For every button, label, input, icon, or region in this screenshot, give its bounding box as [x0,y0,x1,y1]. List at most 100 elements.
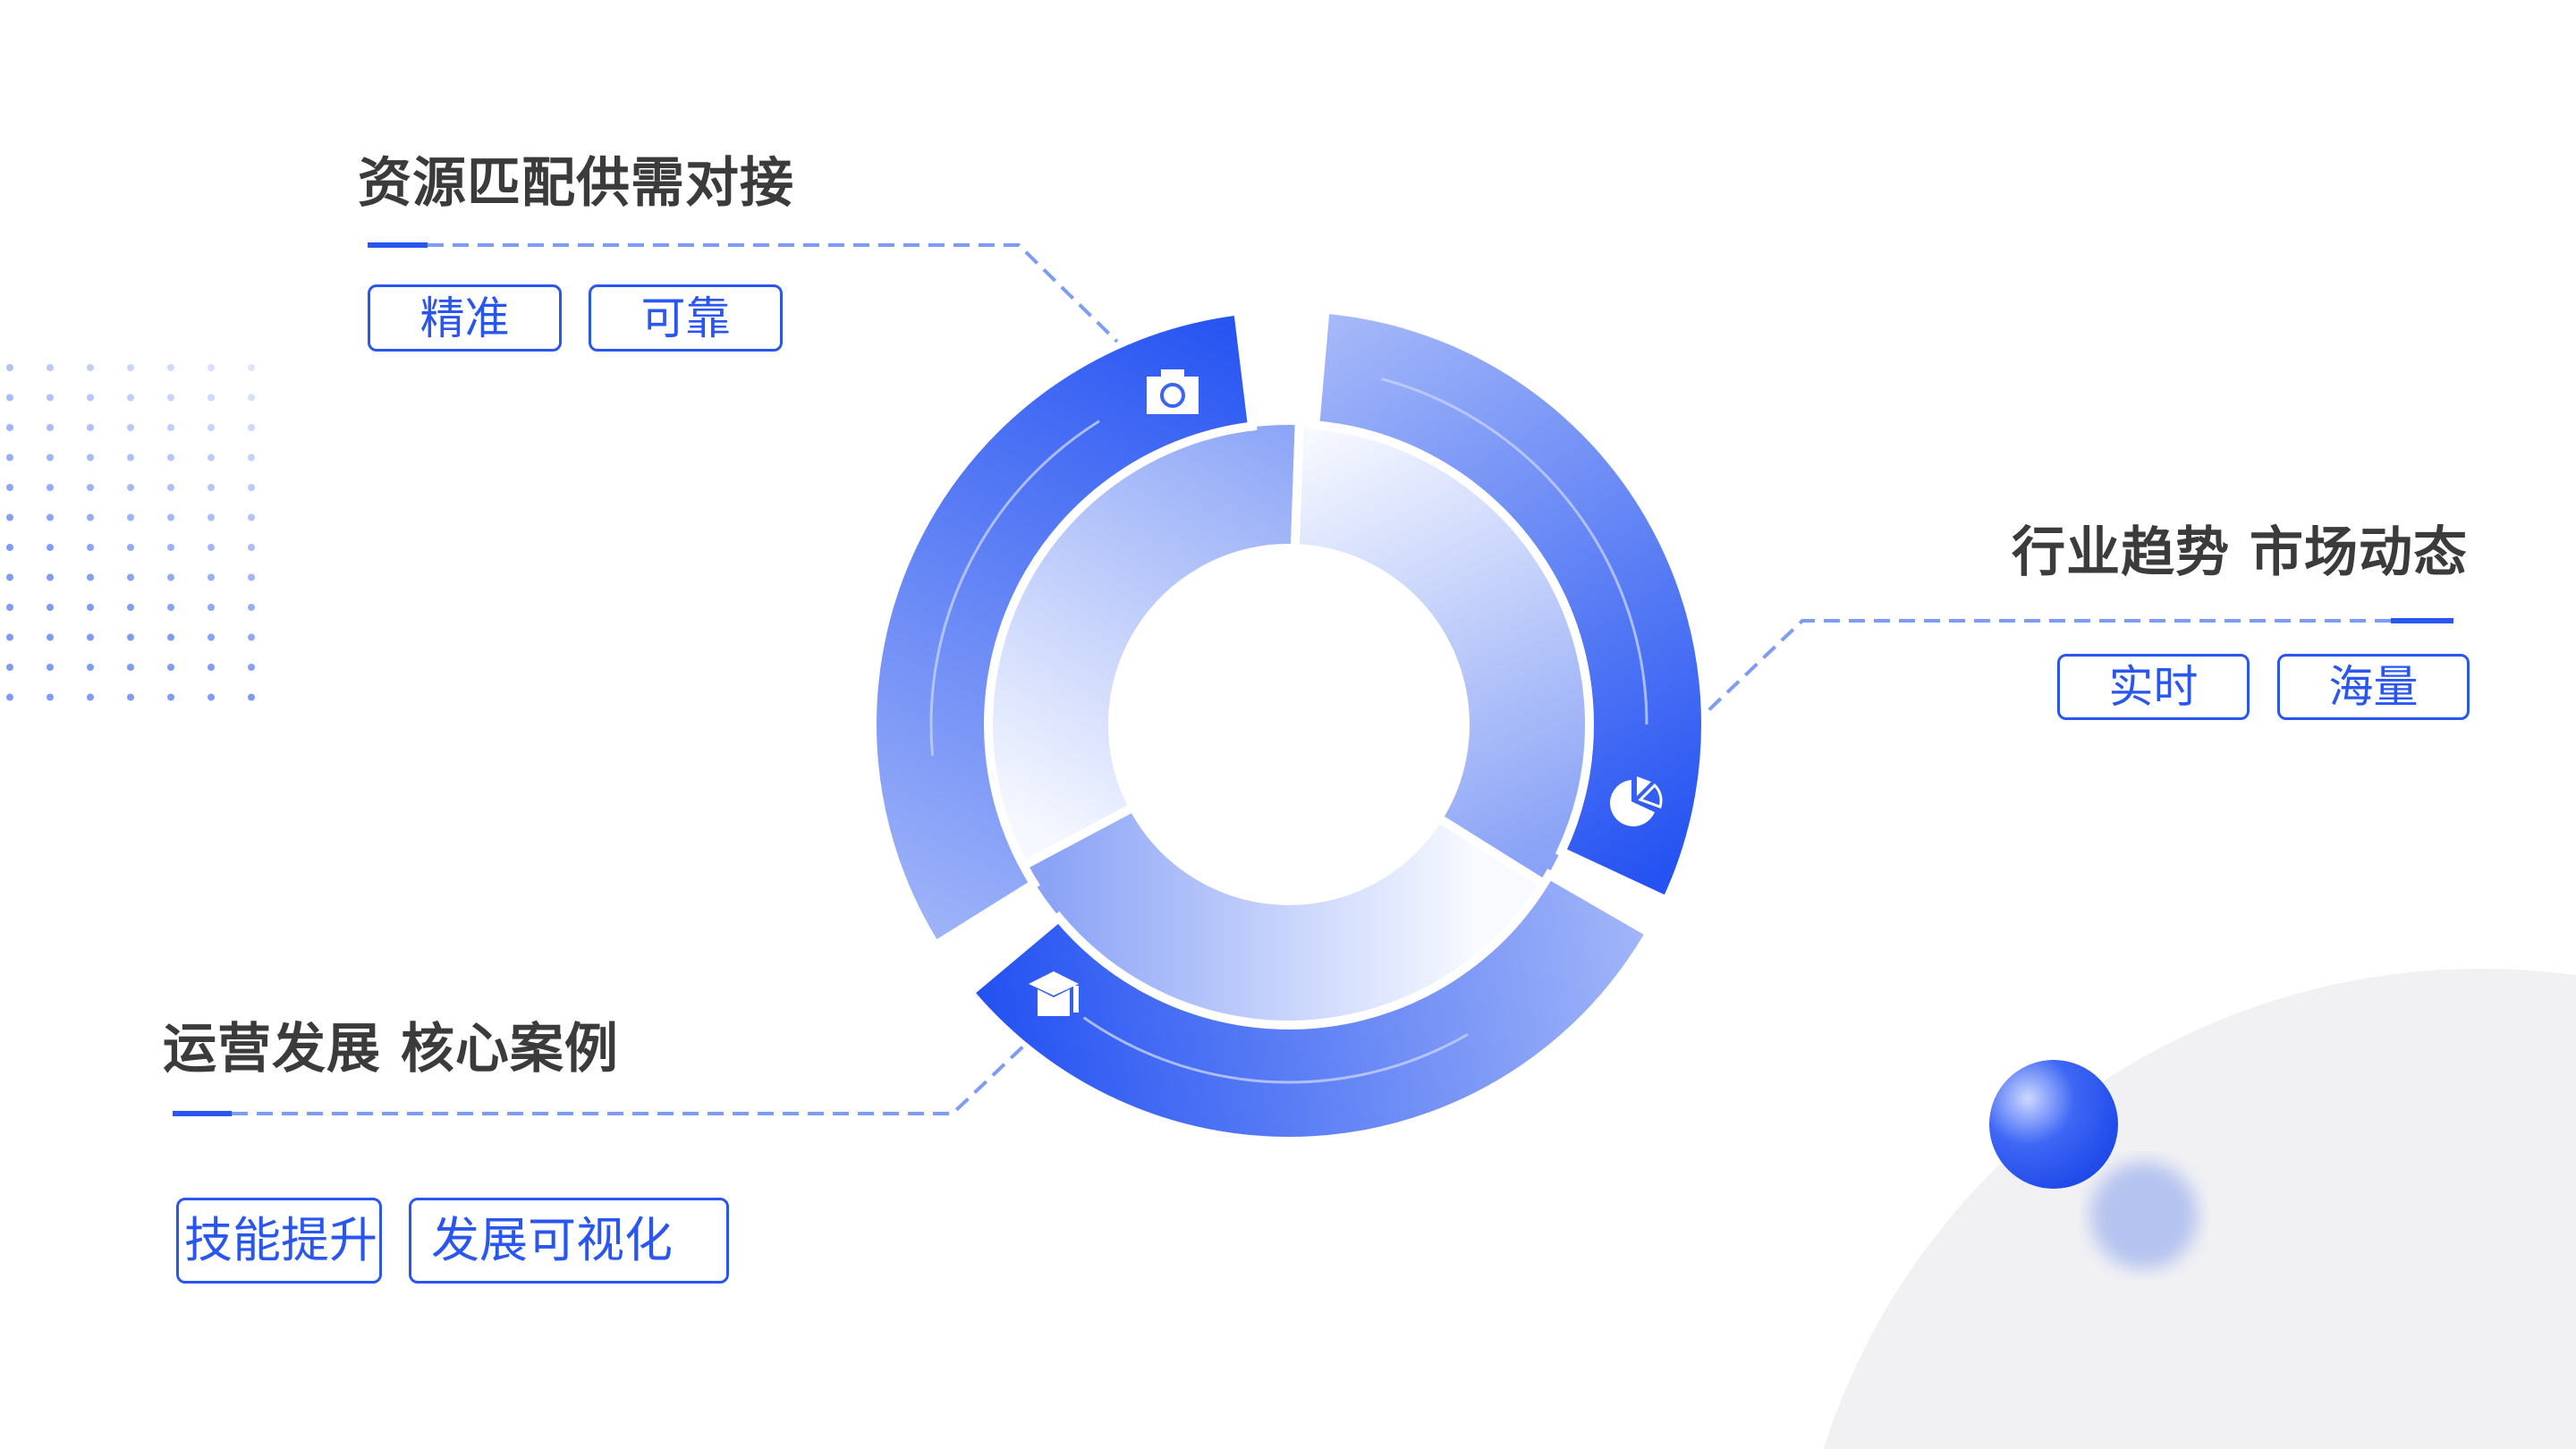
dot [167,513,174,521]
dot [208,693,215,701]
dot [47,573,54,581]
dot [87,544,94,551]
connector-line-2 [1702,619,2391,716]
outer-segment-2 [1309,304,1710,907]
ring [868,304,1710,1146]
dot [87,364,94,371]
dot [47,633,54,641]
dot [87,453,94,462]
dot [248,453,255,462]
dot [208,513,215,521]
dot [248,633,255,641]
dot [6,604,13,611]
dot [6,364,13,371]
dot [167,633,174,641]
dot [167,453,174,462]
dot [47,453,54,462]
dot [167,573,174,581]
dot [6,664,13,671]
cycle-arrow-3 [1082,1016,1469,1084]
dot [127,664,134,671]
dot [248,394,255,402]
dot [87,573,94,581]
outer-segment-3 [962,869,1657,1146]
dot [87,664,94,671]
dot [87,394,94,402]
dot [127,604,134,611]
pie-chart-icon [1610,776,1663,826]
dot [167,424,174,431]
dot [87,604,94,611]
dot [6,633,13,641]
dot [47,484,54,491]
dot [208,394,215,402]
dot [208,484,215,491]
dot [6,484,13,491]
blue-sphere [1989,1060,2118,1189]
cycle-arrow-1 [929,419,1100,756]
outer-segment-1 [868,305,1258,952]
dot [167,394,174,402]
dot [248,664,255,671]
dot [47,364,54,371]
dot [47,513,54,521]
dot [248,484,255,491]
connector-line-1 [428,243,1119,343]
dot [248,513,255,521]
dot [47,664,54,671]
dot [127,364,134,371]
dot [47,693,54,701]
section-title-resource-matching: 资源匹配供需对接 [358,152,794,215]
connector-lines [232,243,2391,1115]
dot [208,544,215,551]
tag-reliable: 可靠 [589,284,783,352]
accent-bars [173,242,2453,1116]
dot [6,544,13,551]
graduation-cap-icon [1029,971,1079,1016]
dot [127,453,134,462]
dot [6,573,13,581]
dot [248,604,255,611]
blurred-orb [2090,1162,2198,1269]
dot [127,544,134,551]
dot [248,544,255,551]
dot [167,693,174,701]
dot [167,364,174,371]
dot [127,513,134,521]
dot [208,604,215,611]
dot [248,693,255,701]
dot [127,424,134,431]
dot [167,484,174,491]
camera-icon [1147,369,1199,414]
dot [248,424,255,431]
tag-visualization: 发展可视化 [409,1198,729,1284]
dot [127,633,134,641]
dot [6,693,13,701]
dot [127,394,134,402]
dot [127,484,134,491]
dot [87,424,94,431]
dot [208,364,215,371]
dot [87,693,94,701]
dot-grid [6,364,255,701]
dot [208,424,215,431]
dot [6,513,13,521]
dot [6,394,13,402]
background-circle [1823,968,2576,1449]
dot [87,484,94,491]
section-title-operations: 运营发展 核心案例 [163,1018,619,1080]
dot [87,633,94,641]
dot [127,693,134,701]
dot [127,573,134,581]
dot [248,364,255,371]
connector-line-3 [232,1041,1029,1115]
tag-precise: 精准 [368,284,562,352]
tag-massive: 海量 [2277,654,2470,720]
section-title-industry-trends: 行业趋势 市场动态 [2012,521,2468,584]
dot [208,573,215,581]
dot [167,604,174,611]
dot [167,664,174,671]
dot [208,453,215,462]
dot [47,394,54,402]
